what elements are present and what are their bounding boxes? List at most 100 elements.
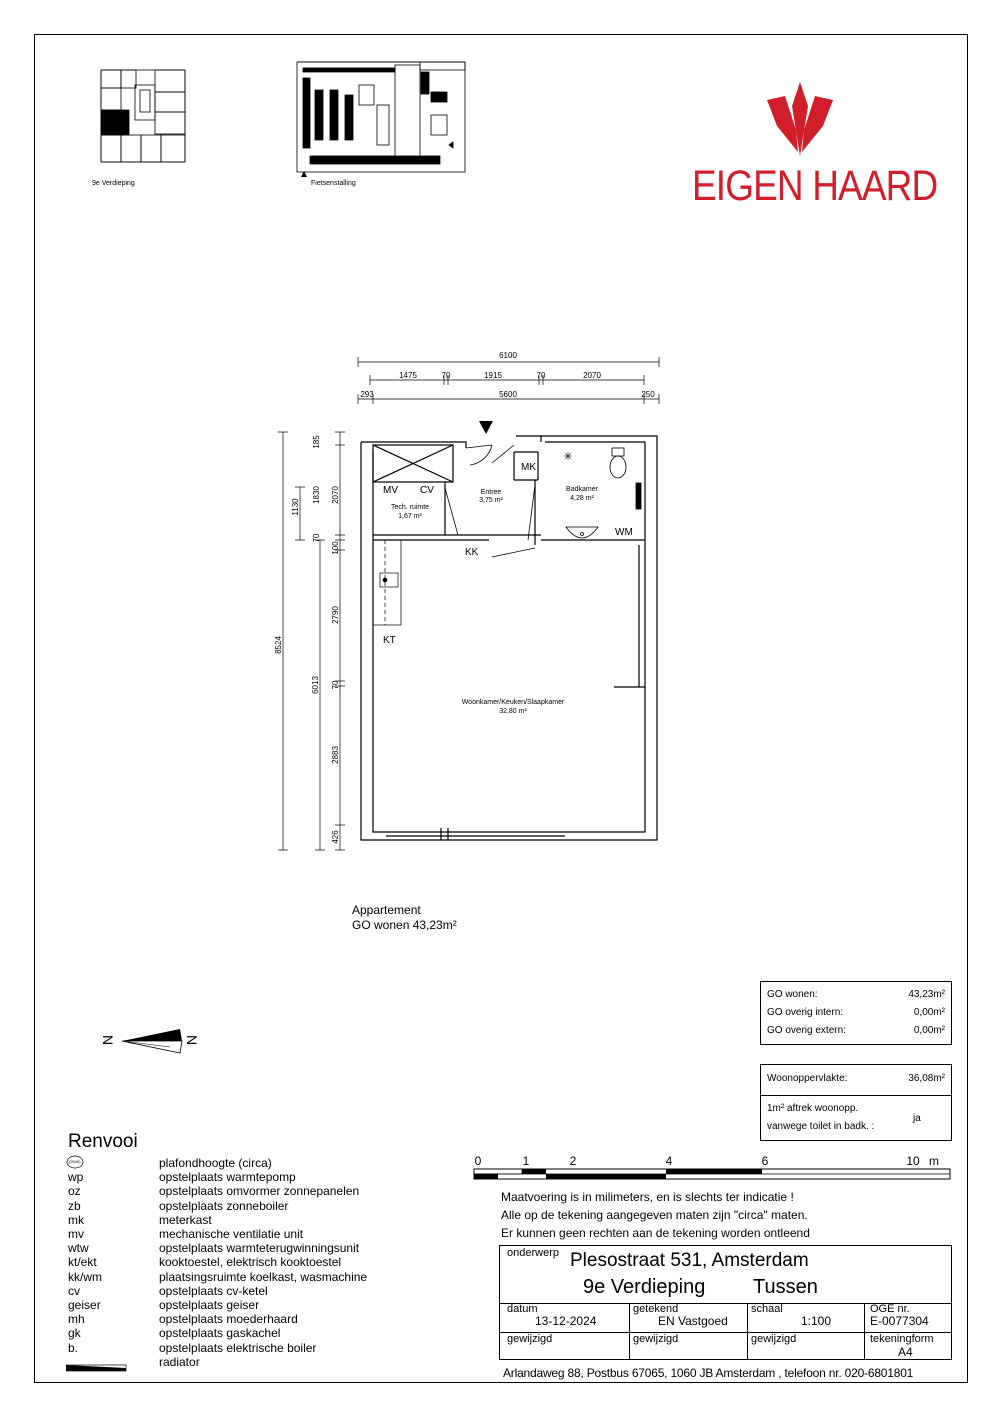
gewijzigd-1: gewijzigd [507, 1333, 553, 1345]
keyplan-floor-label: 9e Verdieping [92, 180, 135, 187]
scale-label-10: 10 [906, 1154, 920, 1168]
renvooi-desc: opstelplaats zonneboiler [159, 1198, 289, 1213]
entry-arrow-icon [479, 421, 493, 434]
renvooi-code: kk/wm [68, 1269, 102, 1284]
renvooi-code: cv [68, 1283, 80, 1298]
note-1: Maatvoering is in milimeters, en is slec… [501, 1190, 794, 1204]
area-row-1: GO wonen: 43,23m² [767, 989, 945, 1000]
renvooi-code: mh [68, 1312, 85, 1327]
renvooi-desc: opstelplaats warmteterugwinningsunit [159, 1241, 360, 1256]
woon-note-2: vanwege toilet in badk. : [767, 1121, 875, 1132]
renvooi-desc: radiator [159, 1354, 200, 1369]
keyplan-floor [100, 69, 186, 163]
scale-label-1: 1 [523, 1154, 530, 1168]
area-row-2-label: GO overig intern: [767, 1007, 844, 1018]
renvooi-desc: mechanische ventilatie unit [159, 1227, 304, 1241]
room-woon-name: Woonkamer/Keuken/Slaapkamer [462, 699, 565, 706]
gewijzigd-3: gewijzigd [751, 1333, 797, 1345]
bike-entry-arrow [301, 171, 307, 177]
gewijzigd-2: gewijzigd [633, 1333, 679, 1345]
dim-left-total: 8524 [274, 636, 283, 654]
schaal-value: 1:100 [801, 1314, 832, 1328]
area-table-woon: Woonoppervlakte: 36,08m² 1m² aftrek woono… [760, 1064, 952, 1141]
renvooi-desc: plaatsingsruimte koelkast, wasmachine [159, 1269, 368, 1284]
dim-left-inner-2: 1830 [312, 486, 321, 504]
summary-type: Appartement [352, 903, 421, 917]
woon-row: Woonoppervlakte: 36,08m² [767, 1073, 945, 1084]
address: Plesostraat 531, Amsterdam [570, 1250, 809, 1271]
tekeningform-value: A4 [898, 1345, 913, 1359]
renvooi-desc: opstelplaats elektrische boiler [159, 1340, 317, 1355]
oge-value: E-0077304 [870, 1314, 929, 1328]
renvooi-code: gk [68, 1326, 81, 1341]
renvooi-code: wp [68, 1170, 84, 1185]
renvooi-desc: plafondhoogte (circa) [159, 1156, 272, 1170]
eigen-haard-logo-icon [767, 82, 833, 156]
woon-note-1: 1m² aftrek woonopp. [767, 1103, 859, 1114]
title-col-2 [747, 1303, 748, 1359]
renvooi-title: Renvooi [68, 1131, 138, 1152]
code-mk: MK [521, 462, 536, 473]
dim-left-inner-4: 70 [312, 533, 321, 542]
compass-n-left: N [100, 1034, 117, 1046]
renvooi-desc: opstelplaats moederhaard [159, 1312, 298, 1327]
title-col-3 [864, 1303, 865, 1359]
renvooi-desc: opstelplaats omvormer zonnepanelen [159, 1184, 360, 1199]
code-mv: MV [383, 485, 398, 496]
dim-top-part-3: 1915 [484, 371, 502, 380]
code-cv: CV [420, 485, 434, 496]
renvooi-code: wtw [68, 1241, 89, 1256]
renvooi-code: mk [68, 1212, 84, 1227]
renvooi-desc: kooktoestel, elektrisch kooktoestel [159, 1255, 342, 1270]
area-row-2: GO overig intern: 0,00m² [767, 1007, 945, 1018]
renvooi-desc: opstelplaats warmtepomp [159, 1170, 296, 1185]
code-kt: KT [383, 635, 396, 646]
room-badkamer-area: 4,28 m² [570, 495, 594, 502]
code-wm: WM [615, 527, 633, 538]
dim-top-part-5: 2070 [583, 371, 601, 380]
woon-label: Woonoppervlakte: [767, 1073, 848, 1084]
renvooi-code: mv [68, 1227, 84, 1241]
schaal-label: schaal [751, 1303, 783, 1315]
area-table-go: GO wonen: 43,23m² GO overig intern: 0,00m²… [760, 981, 952, 1045]
footer-address: Arlandaweg 88, Postbus 67065, 1060 JB Am… [503, 1366, 914, 1380]
dim-left-mid1: 1130 [291, 498, 300, 516]
woon-value: 36,08m² [908, 1073, 945, 1084]
compass-n-right: N [184, 1034, 201, 1046]
renvooi-desc: opstelplaats geiser [159, 1298, 260, 1312]
dim-left-mid2: 6013 [311, 676, 320, 694]
renvooi-desc: meterkast [159, 1212, 212, 1227]
dim-top-inner-1: 293 [360, 390, 374, 399]
scale-label-0: 0 [475, 1154, 482, 1168]
dim-left-inner-1: 185 [312, 435, 321, 449]
kitchen-counter [372, 539, 402, 626]
getekend-value: EN Vastgoed [658, 1314, 728, 1328]
dim-left-inner-8: 2883 [331, 746, 340, 764]
dim-top-inner-2: 5600 [499, 390, 517, 399]
dim-left-inner-7: 70 [331, 680, 340, 689]
area-row-3: GO overig extern:0,00m² [767, 1025, 945, 1036]
dimension-lines-top [357, 357, 660, 404]
dim-top-part-1: 1475 [399, 371, 417, 380]
datum-value: 13-12-2024 [535, 1314, 597, 1328]
title-col-1 [629, 1303, 630, 1359]
scale-label-2: 2 [570, 1154, 577, 1168]
area-row-2-value: 0,00m² [913, 1007, 945, 1018]
scale-label-unit: m [929, 1154, 939, 1168]
renvooi-desc: opstelplaats cv-ketel [159, 1283, 268, 1298]
tekeningform-label: tekeningform [870, 1333, 934, 1345]
page-frame [34, 34, 968, 1383]
title-divider-2 [500, 1332, 951, 1333]
logo-text: EIGEN HAARD [692, 162, 938, 210]
room-tech-name: Tech. ruimte [391, 504, 429, 511]
walls [360, 435, 658, 841]
area-row-1-label: GO wonen: [767, 989, 818, 1000]
room-woon-area: 32,80 m² [499, 708, 527, 715]
scale-label-4: 4 [666, 1154, 673, 1168]
dim-top-total: 6100 [499, 351, 517, 360]
dim-left-inner-6: 2790 [331, 606, 340, 624]
position: Tussen [753, 1276, 818, 1298]
keyplan-bike-label: Fietsenstalling [311, 180, 356, 187]
area-row-1-value: 43,23m² [908, 989, 945, 1000]
area-row-3-label: GO overig extern: [767, 1025, 846, 1036]
